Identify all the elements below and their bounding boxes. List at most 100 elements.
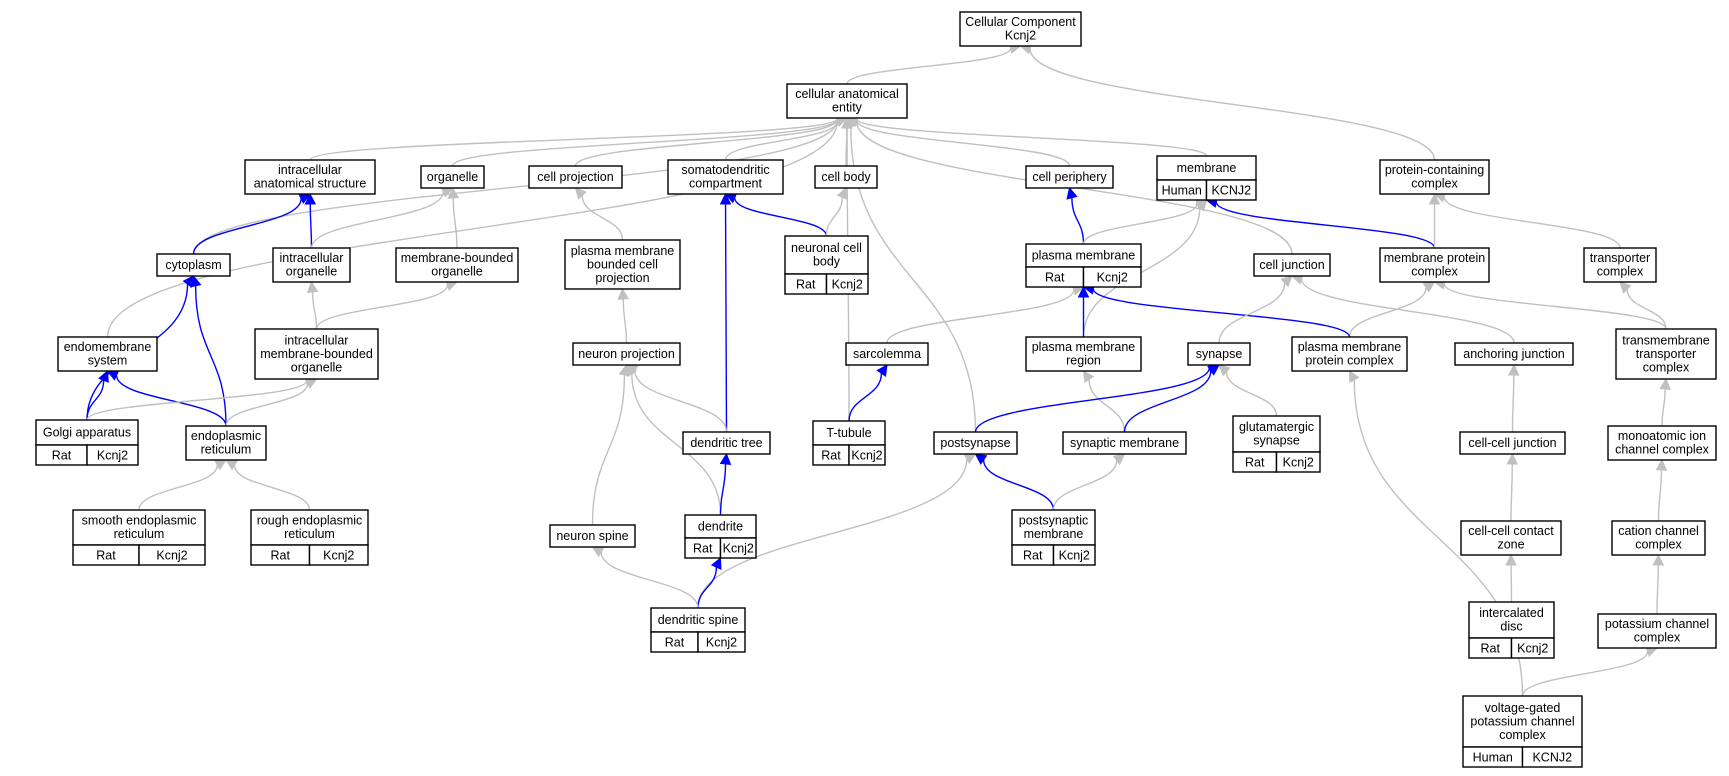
annotation-text: Kcnj2 <box>323 549 354 563</box>
arrowhead-synm-to-syn <box>1207 364 1220 376</box>
annotation-text: KCNJ2 <box>1211 184 1251 198</box>
term-label-line: reticulum <box>114 527 165 541</box>
term-label-line: neuron projection <box>578 347 675 361</box>
edge-synm-to-pmr <box>1088 379 1126 433</box>
annotation-gene-cell: Kcnj2 <box>1275 451 1321 473</box>
edge-kcc-to-ccc <box>1656 564 1659 615</box>
edge-er-to-endo <box>115 375 227 427</box>
arrowhead-ncb-to-cbody <box>836 186 848 200</box>
term-label-line: cellular anatomical <box>795 87 899 101</box>
term-label-line: membrane-bounded <box>401 251 514 265</box>
edge-ncb-to-somato <box>734 197 828 237</box>
arrowhead-nproj-to-pmbcp <box>617 287 630 300</box>
edge-pmpc-to-mpc <box>1348 287 1427 338</box>
annotation-cell-bg <box>1052 544 1096 566</box>
term-box <box>1291 336 1408 372</box>
term-box <box>1253 253 1331 277</box>
edge-syn-to-cj <box>1218 282 1286 344</box>
annotation-cell-bg <box>86 444 139 466</box>
edge-pcc-to-root <box>1029 48 1436 161</box>
term-box <box>1607 425 1717 461</box>
term-node-cbody[interactable]: cell body <box>814 165 878 189</box>
term-label-line: plasma membrane <box>571 244 675 258</box>
annotation-species-cell: Rat <box>250 544 311 566</box>
term-node-cproj[interactable]: cell projection <box>528 165 623 189</box>
arrowhead-mic-to-ttc <box>1659 377 1671 390</box>
term-label-line: Cellular Component <box>965 15 1076 29</box>
edge-cyto-to-cae <box>192 120 838 255</box>
term-node-ccj[interactable]: cell-cell junction <box>1459 431 1566 455</box>
term-box <box>1025 336 1142 372</box>
annotation-text: Kcnj2 <box>1517 642 1548 656</box>
term-node-cyto[interactable]: cytoplasm <box>156 253 231 277</box>
annotation-text: Human <box>1473 751 1513 765</box>
term-node-dtree[interactable]: dendritic tree <box>682 431 771 455</box>
term-label-line: complex <box>1411 265 1458 279</box>
annotation-text: Kcnj2 <box>832 278 863 292</box>
term-node-nspine[interactable]: neuron spine <box>549 524 636 548</box>
term-node-sarco[interactable]: sarcolemma <box>845 342 929 366</box>
edge-memb-to-cae <box>856 118 1208 157</box>
arrowhead-iorg-to-ias <box>304 192 317 205</box>
term-node-synm[interactable]: synaptic membrane <box>1062 431 1187 455</box>
annotation-text: Rat <box>821 449 841 463</box>
term-node-cperi[interactable]: cell periphery <box>1025 165 1114 189</box>
term-box <box>1597 613 1717 649</box>
arrowhead-idisc-to-cccz <box>1505 553 1517 566</box>
term-node-nproj[interactable]: neuron projection <box>572 342 681 366</box>
term-node-org[interactable]: organelle <box>420 165 485 189</box>
annotation-text: Rat <box>693 542 713 556</box>
term-box <box>1583 247 1657 283</box>
term-label-line: cell body <box>821 170 871 184</box>
term-node-aj[interactable]: anchoring junction <box>1454 342 1574 366</box>
edge-rer-to-er <box>233 464 311 511</box>
term-node-cj[interactable]: cell junction <box>1253 253 1331 277</box>
arrowhead-cccz-to-ccj <box>1506 452 1519 465</box>
edge-tc-to-pcc <box>1443 196 1621 249</box>
annotation-text: Kcnj2 <box>97 449 128 463</box>
term-node-psyn[interactable]: postsynapse <box>933 431 1018 455</box>
annotation-gene-cell: Kcnj2 <box>1082 266 1142 288</box>
term-box <box>250 509 369 546</box>
term-node-syn[interactable]: synapse <box>1187 342 1251 366</box>
term-label-line: Kcnj2 <box>1005 29 1036 43</box>
arrowhead-psyn-to-cae <box>845 116 857 130</box>
term-box <box>254 328 379 380</box>
edge-dspine-to-dend <box>697 567 718 609</box>
term-label-line: complex <box>1499 728 1546 742</box>
annotation-text: Rat <box>1045 271 1065 285</box>
